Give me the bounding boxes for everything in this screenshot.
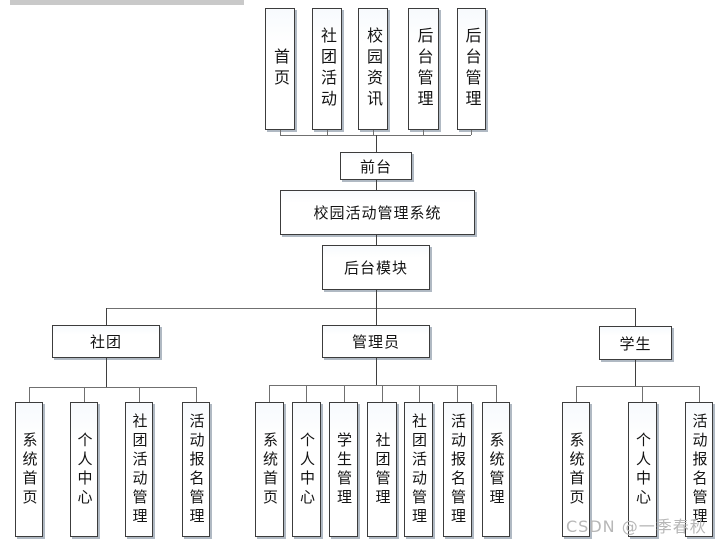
connector-line xyxy=(699,386,700,402)
node-label: 后台管理 xyxy=(462,27,482,111)
node-front-backend-mgmt-1: 后台管理 xyxy=(408,8,439,130)
node-label: 活动报名管理 xyxy=(449,412,467,527)
node-front-desk: 前台 xyxy=(340,152,412,180)
connector-line xyxy=(84,387,85,402)
node-label: 首页 xyxy=(271,48,290,90)
connector-line xyxy=(327,130,328,135)
node-label: 系统首页 xyxy=(261,431,279,508)
leaf-admin-system-home: 系统首页 xyxy=(255,402,284,537)
node-branch-student: 学生 xyxy=(599,326,672,360)
top-left-gray-bar xyxy=(10,0,244,5)
node-label: 校园资讯 xyxy=(364,27,383,111)
node-label: 社团 xyxy=(89,333,122,351)
connector-line xyxy=(376,358,377,385)
node-label: 校园活动管理系统 xyxy=(313,204,442,222)
leaf-student-system-home: 系统首页 xyxy=(562,402,590,537)
leaf-admin-signup-mgmt: 活动报名管理 xyxy=(443,402,472,537)
connector-line xyxy=(642,386,643,402)
connector-line xyxy=(280,135,471,136)
node-label: 学生 xyxy=(619,334,652,353)
leaf-club-activity-mgmt: 社团活动管理 xyxy=(125,402,153,537)
connector-line xyxy=(382,385,383,402)
connector-line xyxy=(106,358,107,387)
connector-line xyxy=(139,387,140,402)
node-branch-club: 社团 xyxy=(52,325,160,358)
connector-line xyxy=(29,387,30,402)
connector-line xyxy=(471,130,472,135)
connector-line xyxy=(457,385,458,402)
node-branch-admin: 管理员 xyxy=(322,325,430,358)
node-label: 学生管理 xyxy=(335,431,353,508)
leaf-admin-personal-center: 个人中心 xyxy=(292,402,321,537)
node-label: 社团活动管理 xyxy=(130,412,149,527)
node-label: 前台 xyxy=(359,157,392,176)
connector-line xyxy=(496,385,497,402)
node-label: 个人中心 xyxy=(75,431,94,508)
node-label: 后台模块 xyxy=(343,259,408,277)
node-front-backend-mgmt-2: 后台管理 xyxy=(457,8,486,130)
connector-line xyxy=(29,387,196,388)
node-front-home: 首页 xyxy=(265,8,295,130)
leaf-student-signup-mgmt: 活动报名管理 xyxy=(685,402,713,537)
leaf-admin-system-mgmt: 系统管理 xyxy=(482,402,510,537)
node-label: 管理员 xyxy=(351,333,400,351)
connector-line xyxy=(376,290,377,308)
connector-line xyxy=(423,130,424,135)
leaf-club-personal-center: 个人中心 xyxy=(70,402,98,537)
node-label: 社团管理 xyxy=(373,431,392,508)
leaf-student-personal-center: 个人中心 xyxy=(628,402,657,537)
node-label: 活动报名管理 xyxy=(690,412,709,527)
connector-line xyxy=(306,385,307,402)
connector-line xyxy=(106,308,636,309)
node-front-club-activity: 社团活动 xyxy=(312,8,342,130)
node-label: 个人中心 xyxy=(298,431,316,508)
connector-line xyxy=(576,386,699,387)
node-system-root: 校园活动管理系统 xyxy=(280,190,475,235)
connector-line xyxy=(373,130,374,135)
node-label: 系统首页 xyxy=(567,431,586,508)
connector-line xyxy=(196,387,197,402)
node-label: 系统首页 xyxy=(20,431,39,508)
connector-line xyxy=(376,135,377,152)
connector-line xyxy=(635,360,636,386)
connector-line xyxy=(376,180,377,190)
connector-line xyxy=(419,385,420,402)
leaf-admin-club-activity-mgmt: 社团活动管理 xyxy=(404,402,433,537)
leaf-admin-club-mgmt: 社团管理 xyxy=(367,402,397,537)
node-backend-module: 后台模块 xyxy=(322,245,430,290)
leaf-club-system-home: 系统首页 xyxy=(15,402,43,537)
connector-line xyxy=(280,130,281,135)
node-label: 后台管理 xyxy=(414,27,434,111)
node-label: 系统管理 xyxy=(487,431,506,508)
node-front-campus-news: 校园资讯 xyxy=(358,8,388,130)
connector-line xyxy=(269,385,270,402)
connector-line xyxy=(106,308,107,325)
node-label: 活动报名管理 xyxy=(187,412,206,527)
connector-line xyxy=(344,385,345,402)
leaf-admin-student-mgmt: 学生管理 xyxy=(329,402,358,537)
node-label: 个人中心 xyxy=(634,431,652,508)
connector-line xyxy=(269,385,497,386)
connector-line xyxy=(635,308,636,326)
connector-line xyxy=(376,308,377,325)
watermark: CSDN @一季春秋 xyxy=(566,517,707,536)
leaf-club-signup-mgmt: 活动报名管理 xyxy=(182,402,210,537)
node-label: 社团活动管理 xyxy=(410,412,428,527)
connector-line xyxy=(376,235,377,245)
connector-line xyxy=(576,386,577,402)
node-label: 社团活动 xyxy=(318,27,337,111)
